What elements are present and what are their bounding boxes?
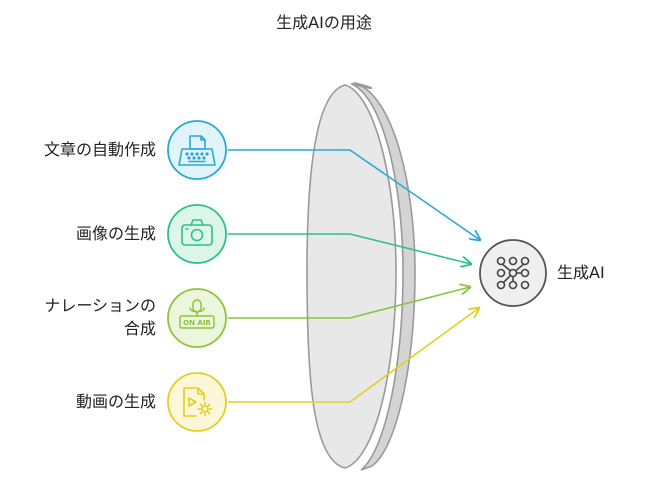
label-video-generation: 動画の生成 — [75, 392, 156, 411]
node-text-generation — [167, 120, 227, 180]
on-air-microphone-icon: ON AIR — [179, 299, 215, 329]
connector-text — [228, 149, 480, 240]
neural-network-icon — [496, 256, 530, 290]
label-narration-line1: ナレーションの — [44, 296, 156, 315]
label-text-generation: 文章の自動作成 — [43, 140, 156, 159]
camera-icon — [181, 219, 213, 246]
connector-lines — [228, 149, 480, 403]
video-file-gear-icon — [183, 387, 213, 417]
connector-video — [228, 308, 479, 403]
label-image-generation: 画像の生成 — [75, 224, 156, 243]
node-image-generation — [167, 204, 227, 264]
node-generative-ai — [479, 239, 547, 307]
lens-shape — [306, 82, 416, 471]
typewriter-icon — [178, 135, 216, 166]
node-video-generation — [167, 372, 227, 432]
diagram-title: 生成AIの用途 — [276, 13, 372, 32]
svg-text:ON AIR: ON AIR — [183, 319, 211, 327]
node-narration-synthesis: ON AIR — [167, 288, 227, 348]
label-generative-ai: 生成AI — [557, 263, 605, 282]
label-narration-line2: 合成 — [123, 319, 156, 338]
connector-narration — [228, 287, 470, 319]
connector-image — [228, 233, 471, 264]
